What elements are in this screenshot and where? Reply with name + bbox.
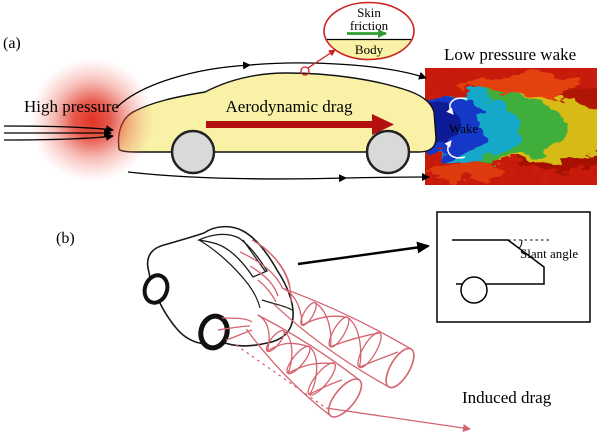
wireframe-car — [142, 225, 294, 351]
front-wheel — [170, 129, 216, 175]
profile-slant-and-rear — [456, 239, 545, 285]
aerodynamic-drag-arrow — [206, 114, 394, 135]
inset-body-label: Body — [355, 42, 384, 57]
high-pressure-glow — [30, 58, 154, 182]
slant-angle-arc — [518, 239, 523, 249]
high-pressure-label: High pressure — [24, 97, 119, 116]
wake-label: Wake — [449, 121, 478, 136]
slant-angle-label: Slant angle — [520, 246, 578, 261]
streamlines — [3, 61, 430, 183]
inset-box — [436, 211, 591, 323]
vortex-upper — [272, 287, 415, 389]
aerodynamic-drag-label: Aerodynamic drag — [226, 97, 353, 116]
trailing-vortices — [217, 239, 471, 432]
cfd-wake-image: Wake — [425, 68, 597, 185]
wireframe-pillar-line — [242, 239, 266, 272]
skin-friction-label-line1: Skin — [357, 5, 381, 20]
upper-streamline-rear — [249, 62, 427, 80]
wake-recirculation-arrow-lower — [444, 140, 466, 159]
vortex-lower — [217, 314, 363, 418]
wake-recirculation-arrow-upper — [446, 97, 468, 115]
inset-ring — [323, 1, 415, 61]
vortex-end-ring-lower — [327, 378, 363, 418]
wireframe-rear-wheel — [198, 313, 230, 351]
induced-drag-vortex-arrow — [325, 407, 471, 432]
wireframe-front-wheel — [142, 273, 170, 305]
inflow-streamline-3 — [3, 132, 114, 141]
panel-a-label: (a) — [3, 35, 21, 52]
lower-streamline-front — [127, 171, 347, 183]
wireframe-trunk-line — [261, 299, 293, 311]
profile-wheel — [460, 276, 488, 304]
low-pressure-wake-label: Low pressure wake — [444, 45, 576, 64]
inset-body-region — [324, 39, 414, 60]
induced-drag-label: Induced drag — [462, 388, 552, 407]
roof-highlight-circle — [300, 66, 310, 76]
skin-friction-label-line2: friction — [350, 18, 389, 33]
upper-streamline-front — [115, 61, 251, 109]
lower-streamline-rear — [345, 173, 430, 182]
panel-b-label: (b) — [56, 230, 75, 247]
car-to-inset-arrow — [297, 241, 431, 266]
panel-a: Wake Low pressure wake Aerodynamic drag … — [3, 1, 597, 185]
slant-angle-inset: Slant angle — [436, 211, 591, 323]
vortex-dotted-axis-line — [235, 344, 327, 409]
wireframe-shoulder-line — [198, 239, 261, 309]
inset-connector-line — [307, 49, 336, 69]
rear-wheel — [365, 129, 411, 175]
panel-b: (b) Slant angle — [56, 211, 591, 432]
skin-friction-inset: Skin friction Body — [300, 1, 415, 76]
vortex-end-ring-upper — [385, 347, 415, 389]
